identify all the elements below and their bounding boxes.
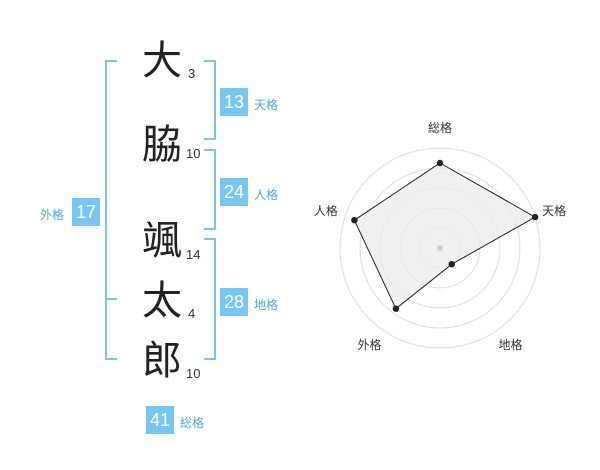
jinkaku-label: 人格: [254, 188, 279, 202]
tenkaku-label: 天格: [254, 98, 279, 112]
radar-polygon: [353, 162, 537, 310]
radar-axis-label: 天格: [542, 203, 566, 218]
soukaku-score: 41: [146, 406, 174, 434]
radar-ring: [339, 147, 541, 349]
gaikaku-label: 外格: [40, 208, 65, 222]
stroke-count-5: 10: [186, 366, 201, 381]
stroke-count-3: 14: [186, 247, 201, 262]
radar-point: [351, 216, 358, 224]
radar-axis-label: 外格: [357, 337, 381, 352]
name-char-5: 郎: [142, 338, 182, 384]
chikaku-label: 地格: [254, 298, 279, 312]
radar-axis-label: 地格: [499, 337, 523, 352]
jinkaku-bracket: [204, 149, 216, 230]
radar-point: [448, 260, 455, 268]
stroke-count-2: 10: [186, 146, 201, 161]
gaikaku-bracket: [105, 60, 117, 360]
radar-point: [436, 159, 444, 167]
jinkaku-score: 24: [220, 178, 248, 206]
radar-point: [392, 305, 400, 312]
radar-point: [531, 213, 539, 221]
name-char-2: 脇: [142, 122, 182, 168]
radar-center-dot: [437, 245, 443, 251]
tenkaku-score: 13: [220, 88, 248, 116]
radar-axis-label: 人格: [314, 203, 338, 218]
stroke-count-4: 4: [188, 306, 196, 321]
chikaku-score: 28: [220, 288, 248, 316]
stroke-count-1: 3: [188, 66, 196, 81]
radar-axis-label: 総格: [428, 120, 452, 135]
name-char-3: 颯: [142, 218, 182, 264]
name-char-4: 太: [142, 278, 182, 324]
gaikaku-score: 17: [72, 198, 100, 226]
name-char-1: 大: [142, 38, 182, 84]
soukaku-label: 総格: [180, 416, 205, 430]
radar-points: [351, 159, 539, 312]
tenkaku-bracket: [204, 60, 216, 140]
chikaku-bracket: [204, 238, 216, 360]
